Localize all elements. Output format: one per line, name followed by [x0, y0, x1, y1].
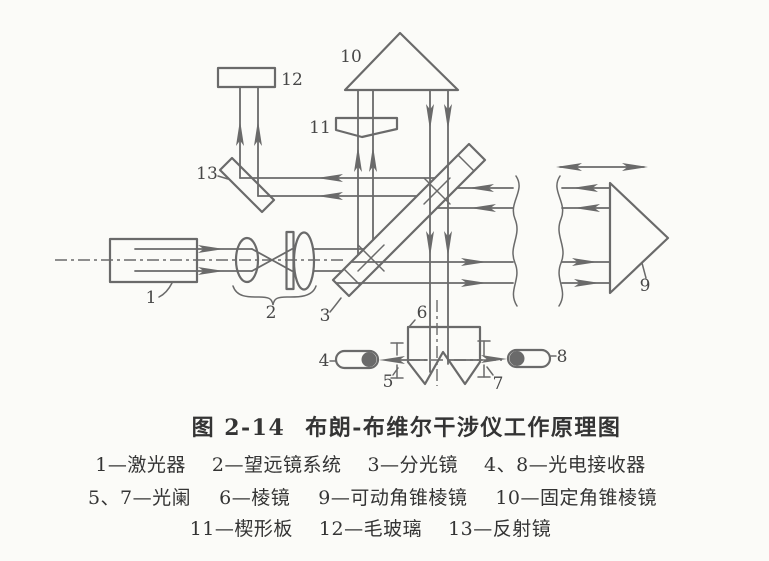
legend-item-wedge-plate: 11—楔形板 [189, 518, 293, 540]
laser-label: 1 [146, 288, 157, 308]
detector-right-body [506, 348, 552, 369]
fixed-corner-cube-label: 10 [340, 47, 362, 67]
fixed-corner-cube-body [343, 31, 460, 92]
movable-cube-label-leader [641, 262, 647, 279]
figure-number: 图 2-14 [191, 415, 286, 441]
mirror-body [218, 156, 276, 214]
detector-left-body [334, 349, 380, 370]
legend-row-2: 5、7—光阑 6—棱镜 9—可动角锥棱镜 10—固定角锥棱镜 [0, 483, 757, 510]
prism-body [406, 325, 482, 386]
legend-row-1: 1—激光器 2—望远镜系统 3—分光镜 4、8—光电接收器 [0, 450, 755, 477]
beam-splitter-cross-line [357, 244, 385, 272]
legend-item-apertures: 5、7—光阑 [87, 487, 192, 509]
aperture-left-label-leader [392, 367, 399, 376]
movable-corner-cube-label: 9 [640, 276, 651, 296]
laser-label-leader [158, 282, 173, 298]
aperture-right-label: 7 [493, 374, 504, 394]
telescope-lens-small [234, 236, 260, 284]
legend-item-prism: 6—棱镜 [219, 487, 291, 509]
aperture-left-label: 5 [383, 372, 394, 392]
legend-item-ground-glass: 12—毛玻璃 [318, 518, 423, 540]
wedge-plate-body [334, 116, 399, 139]
mirror-label-leader [217, 175, 229, 180]
prism-label-leader [408, 319, 416, 328]
telescope-cross-ray [251, 248, 293, 272]
mirror-label: 13 [196, 164, 218, 184]
ground-glass-label: 12 [281, 70, 303, 90]
aperture-right-label-leader [486, 366, 494, 376]
beam-splitter-label: 3 [320, 306, 331, 326]
prism-label: 6 [417, 303, 428, 323]
beam-splitter-cross-line [423, 177, 451, 205]
legend-item-telescope: 2—望远镜系统 [211, 454, 342, 476]
legend-item-fixed-cube: 10—固定角锥棱镜 [495, 487, 658, 509]
ground-glass-body [216, 66, 277, 89]
legend-item-beam-splitter: 3—分光镜 [367, 454, 459, 476]
beam-splitter-body [331, 142, 487, 298]
figure-caption-title: 图 2-14 布朗-布维尔干涉仪工作原理图 [22, 410, 769, 442]
legend-item-mirror: 13—反射镜 [448, 518, 552, 540]
aperture-left [390, 342, 404, 379]
telescope-lens-large [292, 231, 316, 291]
legend-item-detectors: 4、8—光电接收器 [484, 454, 646, 476]
detector-right-window [509, 351, 525, 366]
path-break-mark [556, 175, 564, 307]
detector-left-window [361, 352, 377, 367]
beam-splitter-label-leader [329, 297, 342, 313]
aperture-right [477, 340, 491, 378]
detector-left-label: 4 [319, 351, 330, 371]
wedge-plate-label: 11 [309, 118, 331, 138]
path-break-mark [512, 175, 520, 307]
interferometer-diagram: 1 2 3 11 10 13 12 [55, 31, 670, 394]
movable-corner-cube-body [608, 181, 670, 295]
legend-item-movable-cube: 9—可动角锥棱镜 [318, 487, 468, 509]
legend-row-3: 11—楔形板 12—毛玻璃 13—反射镜 [0, 514, 755, 541]
beam-splitter-end-line [457, 154, 475, 172]
arrow-right-icon [481, 355, 507, 363]
figure-title: 布朗-布维尔干涉仪工作原理图 [305, 415, 622, 441]
telescope-brace [232, 285, 317, 306]
telescope-label: 2 [266, 303, 277, 323]
laser-body [108, 237, 199, 284]
detector-right-label: 8 [557, 347, 568, 367]
legend-item-laser: 1—激光器 [95, 454, 186, 476]
